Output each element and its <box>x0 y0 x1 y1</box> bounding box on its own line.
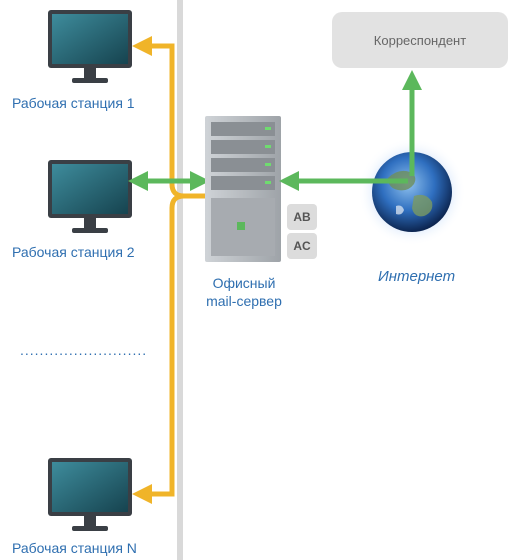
monitor-icon <box>48 160 132 233</box>
address-book-badge-ab: AB <box>287 204 317 230</box>
address-book-badge-ac: AC <box>287 233 317 259</box>
server-icon <box>205 116 281 262</box>
workstation-2-label: Рабочая станция 2 <box>12 244 135 260</box>
server-label-line1: Офисный <box>212 275 276 291</box>
server-label: Офисный mail-сервер <box>196 274 292 310</box>
network-bus-bar <box>177 0 183 560</box>
delivery-line-upper <box>132 36 205 199</box>
delivery-line-lower <box>132 193 205 504</box>
server-label-line2: mail-сервер <box>206 293 282 309</box>
workstation-n-label: Рабочая станция N <box>12 540 137 556</box>
monitor-icon <box>48 10 132 83</box>
workstation-1-label: Рабочая станция 1 <box>12 95 135 111</box>
internet-label: Интернет <box>378 268 456 285</box>
correspondent-box: Корреспондент <box>332 12 508 68</box>
monitor-icon <box>48 458 132 531</box>
correspondent-label: Корреспондент <box>373 32 467 48</box>
more-workstations-ellipsis: .......................... <box>20 342 148 358</box>
globe-icon <box>372 152 452 232</box>
